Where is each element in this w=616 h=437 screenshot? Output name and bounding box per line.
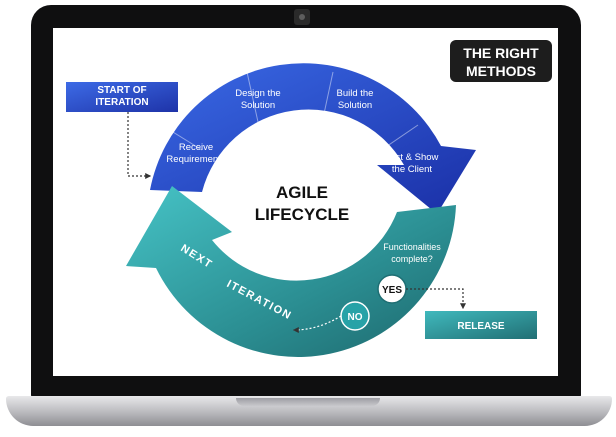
right-methods-badge (450, 40, 552, 82)
blue-cycle-arc (150, 63, 476, 214)
segment-divider (246, 71, 259, 123)
badge-line: THE RIGHT (463, 45, 539, 61)
functionalities-question: complete? (391, 254, 433, 264)
start-connector-dotted (127, 112, 152, 179)
release-label: RELEASE (457, 321, 505, 332)
no-connector-dotted (292, 315, 342, 333)
start-of-iteration-label: ITERATION (95, 97, 148, 108)
center-title: LIFECYCLE (255, 205, 349, 224)
release-box (425, 311, 537, 339)
segment-label-design: Solution (241, 100, 275, 111)
segment-label-design: Design the (235, 88, 280, 99)
segment-label-receive: Requirements (166, 154, 225, 165)
laptop-base-notch (236, 398, 380, 406)
segment-label-build: Solution (338, 100, 372, 111)
center-title: AGILE (276, 183, 328, 202)
yes-label: YES (382, 285, 402, 296)
yes-connector-dotted (406, 288, 466, 310)
no-label: NO (348, 312, 363, 323)
start-of-iteration-label: START OF (97, 85, 146, 96)
segment-divider (159, 123, 203, 151)
laptop-screen: START OF ITERATION THE RIGHT METHODS Rec… (53, 28, 558, 376)
segment-divider (321, 71, 334, 124)
functionalities-question: Functionalities (383, 242, 441, 252)
segment-label-test: the Client (392, 164, 432, 175)
webcam-icon (294, 9, 310, 25)
segment-label-build: Build the (337, 88, 374, 99)
teal-cycle-arc (126, 186, 456, 357)
agile-lifecycle-diagram: START OF ITERATION THE RIGHT METHODS Rec… (66, 40, 552, 357)
segment-divider (376, 124, 419, 154)
start-of-iteration-box (66, 82, 178, 112)
segment-label-receive: Receive (179, 142, 213, 153)
segment-label-test: Test & Show (386, 152, 439, 163)
badge-line: METHODS (466, 63, 536, 79)
